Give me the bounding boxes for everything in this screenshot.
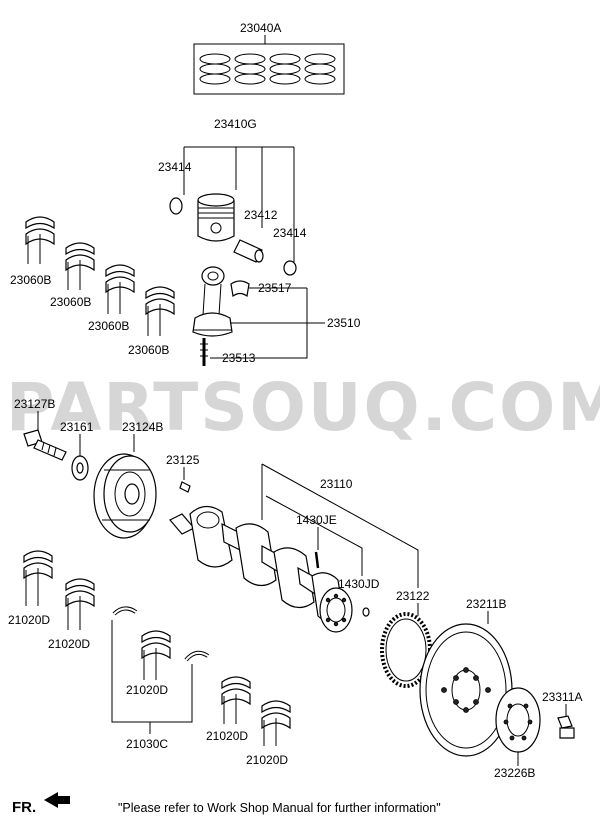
piston-pin-clip-left[interactable] <box>169 197 183 215</box>
label-21020D-4[interactable]: 21020D <box>206 729 248 743</box>
label-23060B-1[interactable]: 23060B <box>10 273 51 287</box>
main-bearing-21020D-4[interactable] <box>221 676 251 724</box>
label-21020D-5[interactable]: 21020D <box>246 753 288 767</box>
label-21020D-3[interactable]: 21020D <box>126 683 168 697</box>
label-23127B[interactable]: 23127B <box>14 397 55 411</box>
label-23060B-4[interactable]: 23060B <box>128 343 169 357</box>
label-23122[interactable]: 23122 <box>396 589 430 603</box>
adapter-plate[interactable] <box>495 687 541 753</box>
piston[interactable] <box>197 193 235 242</box>
label-23412[interactable]: 23412 <box>244 208 278 222</box>
bearing-shell-23060B-2[interactable] <box>65 242 95 290</box>
label-23040A[interactable]: 23040A <box>240 21 281 35</box>
label-21030C[interactable]: 21030C <box>126 737 168 751</box>
drive-plate-bolt[interactable] <box>557 715 575 739</box>
label-23125[interactable]: 23125 <box>166 453 200 467</box>
label-23510[interactable]: 23510 <box>327 316 361 330</box>
label-23211B[interactable]: 23211B <box>466 597 506 611</box>
connecting-rod[interactable] <box>192 266 233 337</box>
crank-dowel-pin[interactable] <box>314 551 320 569</box>
pulley-bolt[interactable] <box>23 429 67 461</box>
watermark: PARTSOUQ.COM <box>6 369 600 446</box>
footer-note: "Please refer to Work Shop Manual for fu… <box>118 801 441 815</box>
piston-pin[interactable] <box>233 239 264 263</box>
label-23513[interactable]: 23513 <box>222 351 256 365</box>
label-23414-upper[interactable]: 23414 <box>158 160 192 174</box>
label-23414-lower[interactable]: 23414 <box>273 226 307 240</box>
crankshaft[interactable] <box>169 505 353 633</box>
label-23410G[interactable]: 23410G <box>214 117 257 131</box>
label-23110[interactable]: 23110 <box>320 477 353 491</box>
rod-bolt[interactable] <box>200 338 208 366</box>
label-23060B-3[interactable]: 23060B <box>88 319 129 333</box>
label-21020D-2[interactable]: 21020D <box>48 637 90 651</box>
front-direction-label: FR. <box>12 799 36 816</box>
piston-pin-clip-right[interactable] <box>283 260 297 276</box>
label-23124B[interactable]: 23124B <box>122 420 163 434</box>
main-bearing-21020D-2[interactable] <box>65 578 95 630</box>
label-23060B-2[interactable]: 23060B <box>50 295 91 309</box>
pulley-washer[interactable] <box>71 455 89 481</box>
thrust-washer-right[interactable] <box>184 650 210 662</box>
drive-plate[interactable] <box>419 623 513 757</box>
piston-ring-set[interactable] <box>193 43 345 95</box>
label-1430JE[interactable]: 1430JE <box>296 513 337 527</box>
main-bearing-21020D-3[interactable] <box>141 630 171 680</box>
label-23517[interactable]: 23517 <box>258 281 292 295</box>
bearing-shell-23060B-3[interactable] <box>105 264 135 314</box>
main-bearing-21020D-1[interactable] <box>23 550 53 606</box>
front-arrow-icon <box>44 792 70 808</box>
woodruff-key[interactable] <box>179 481 191 493</box>
label-23311A[interactable]: 23311A <box>542 690 582 704</box>
bearing-shell-23060B-1[interactable] <box>25 216 55 264</box>
label-23161[interactable]: 23161 <box>60 420 94 434</box>
thrust-washer-left[interactable] <box>112 606 138 616</box>
main-bearing-21020D-5[interactable] <box>261 700 291 746</box>
bearing-shell-23060B-4[interactable] <box>145 286 175 336</box>
label-23226B[interactable]: 23226B <box>494 766 535 780</box>
crank-pin-small[interactable] <box>362 607 370 617</box>
label-1430JD[interactable]: 1430JD <box>338 577 380 591</box>
label-21020D-1[interactable]: 21020D <box>8 613 50 627</box>
crankshaft-pulley[interactable] <box>93 453 157 539</box>
rod-bearing[interactable] <box>230 280 250 298</box>
